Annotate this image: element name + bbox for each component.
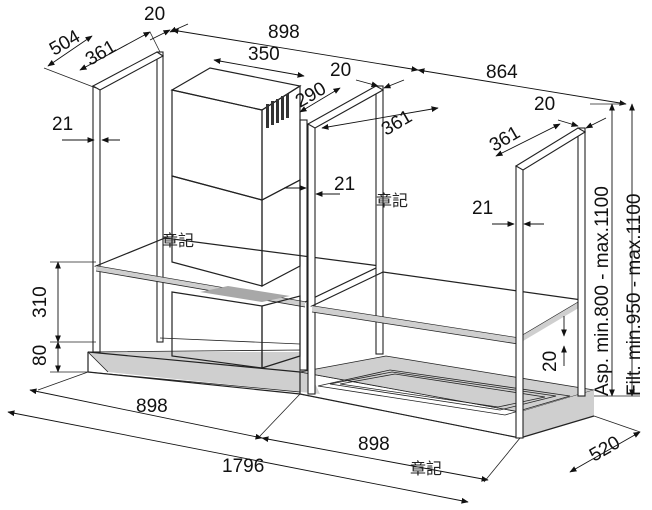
dim-290: 290 [292, 78, 330, 112]
watermark-3: 章記 [410, 459, 442, 478]
dim-20-middle: 20 [330, 60, 351, 81]
frame-middle [306, 85, 584, 395]
base-plinth-left [87, 349, 320, 395]
aspiration-height-label: Asp. min.800 - max.1100 [592, 186, 613, 396]
dim-80: 80 [30, 345, 51, 366]
watermark-2: 章記 [376, 191, 408, 210]
dim-864: 864 [486, 62, 518, 83]
dim-310: 310 [30, 286, 51, 318]
dim-1796: 1796 [222, 456, 264, 477]
dim-21-left: 21 [52, 114, 73, 135]
chimney-vent [266, 94, 289, 128]
dim-898-bottom-left: 898 [136, 396, 168, 417]
chimney [170, 67, 302, 369]
dim-20-left: 20 [144, 4, 165, 25]
dim-898-top: 898 [268, 22, 300, 43]
dim-504: 504 [46, 26, 84, 60]
dim-520: 520 [586, 432, 624, 466]
frame-left [91, 51, 383, 371]
dimension-lines [7, 23, 641, 504]
dim-350: 350 [248, 44, 280, 65]
dim-20-right-vertical: 20 [540, 351, 561, 372]
dim-361-middle: 361 [378, 106, 416, 140]
dim-898-bottom-right: 898 [358, 434, 390, 455]
filter-height-label: Filt. min.950 - max.1100 [624, 194, 645, 396]
watermark-1: 章記 [162, 231, 194, 250]
dim-21-right: 21 [472, 198, 493, 219]
dim-361-right: 361 [486, 122, 524, 156]
dim-21-middle: 21 [334, 174, 355, 195]
dim-361-left: 361 [82, 36, 120, 70]
dim-20-right: 20 [534, 94, 555, 115]
